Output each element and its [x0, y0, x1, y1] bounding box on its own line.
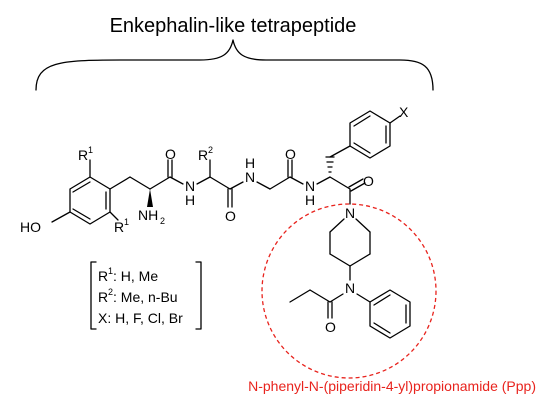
atom-nh2: NH: [138, 207, 158, 223]
bond-co3-n3: [289, 176, 304, 185]
atom-h1: H: [185, 192, 195, 208]
atom-o1: O: [165, 146, 176, 162]
legend-r2-label: R: [98, 289, 108, 305]
bond-ring-ch2: [109, 176, 131, 190]
bond-namide-phenyl: [356, 293, 371, 303]
atom-r1-top: R: [78, 147, 88, 163]
bond-calpha2-co2: [209, 176, 231, 190]
atom-x: X: [399, 104, 409, 120]
bond-co-n1: [169, 176, 184, 185]
bond-ch2-calpha-tyr: [129, 176, 151, 190]
legend-x-values: X: H, F, Cl, Br: [98, 310, 183, 326]
bond-co5-ch2: [309, 289, 331, 303]
bond-co2-n2: [229, 181, 244, 190]
legend-bracket-left: [90, 261, 97, 330]
bond-calpha-co-tyr: [149, 176, 171, 190]
atom-nh2-sub: 2: [160, 216, 165, 226]
legend-bracket-right: [195, 261, 202, 330]
legend-r2-values: : Me, n-Bu: [113, 289, 178, 305]
bond-namide-co5: [329, 293, 344, 303]
atom-h2: H: [245, 155, 255, 171]
bond-ring-x: [389, 115, 401, 124]
legend-r2-sup: 2: [108, 287, 113, 297]
tetrapeptide-brace: [35, 39, 434, 91]
atom-n-piperidine: N: [345, 205, 355, 221]
wedge-nh2: [147, 189, 153, 207]
bond-n2-ch2-gly: [256, 181, 271, 190]
phenylalanine-ring: [349, 110, 391, 159]
ppp-highlight-circle: [261, 203, 437, 379]
atom-r1-top-sup: 1: [88, 145, 93, 155]
bond-n3-calpha4: [316, 176, 331, 185]
atom-r1-bottom-sup: 1: [124, 217, 129, 227]
piperidine-ring: [329, 218, 371, 267]
bond-ch2-ring-phe: [329, 145, 351, 158]
atom-n-amide: N: [345, 280, 355, 296]
atom-o5: O: [325, 319, 336, 335]
figure-title: Enkephalin-like tetrapeptide: [110, 15, 357, 37]
atom-n1: N: [185, 178, 195, 194]
bond-ch2-ch3: [289, 289, 311, 303]
legend-r1-sup: 1: [108, 266, 113, 276]
atom-r1-bottom: R: [114, 219, 124, 235]
bond-ch2-co3-gly: [269, 176, 291, 190]
legend-r1-values: : H, Me: [113, 268, 158, 284]
atom-r2: R: [198, 147, 208, 163]
bond-co4-o4-b: [350, 182, 366, 192]
atom-o4: O: [363, 173, 374, 189]
ppp-caption: N-phenyl-N-(piperidin-4-yl)propionamide …: [248, 378, 536, 394]
bond-ring-r1-bottom: [109, 211, 119, 221]
atom-n3: N: [305, 178, 315, 194]
atom-o3: O: [285, 146, 296, 162]
substituent-legend: R 1 : H, Me R 2 : Me, n-Bu X: H, F, Cl, …: [90, 261, 202, 330]
hashed-wedge-phe: [325, 156, 335, 173]
atom-r2-sup: 2: [208, 145, 213, 155]
bond-n1-calpha2: [196, 176, 211, 185]
bond-calpha4-co4: [329, 176, 351, 190]
bond-ring-oh: [51, 211, 71, 223]
n-phenyl-ring: [369, 289, 411, 339]
tyrosine-phenol-ring: [69, 176, 111, 225]
atom-o2: O: [225, 208, 236, 224]
bond-co4-o4-a: [348, 178, 364, 188]
legend-r1-label: R: [98, 268, 108, 284]
atom-ho: HO: [20, 219, 41, 235]
atom-h3: H: [305, 192, 315, 208]
atom-n2: N: [245, 169, 255, 185]
